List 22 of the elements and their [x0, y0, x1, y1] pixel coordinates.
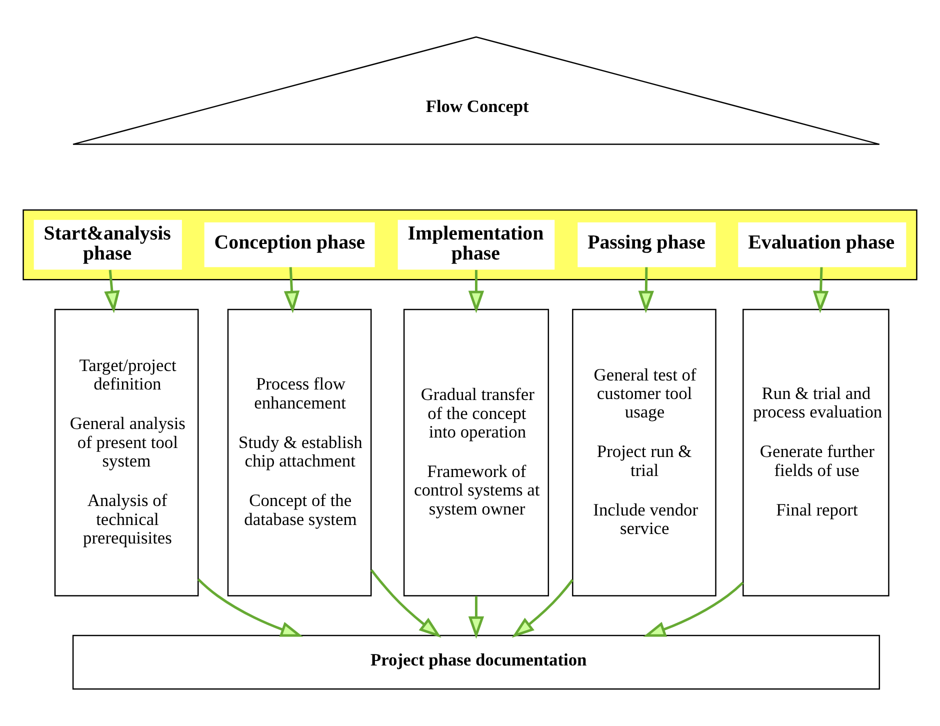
- node-box: Run & trial and process evaluation Generate further fields of use Final report: [742, 308, 890, 596]
- arrow: [643, 582, 744, 637]
- arrow: [512, 579, 574, 638]
- node-box: Start&analysis phase: [34, 220, 182, 270]
- cluster: [22, 209, 918, 280]
- arrow: [468, 270, 484, 314]
- arrow: [104, 270, 120, 314]
- arrow: [468, 596, 484, 639]
- arrow: [370, 569, 442, 638]
- arrow: [812, 267, 829, 314]
- node-box: Implementation phase: [398, 220, 555, 270]
- arrow: [197, 578, 304, 637]
- node-box: Conception phase: [204, 222, 375, 268]
- node-box: Gradual transfer of the concept into operation Framework of control systems at system owner: [403, 308, 550, 596]
- node-box: Passing phase: [578, 222, 716, 268]
- node-box: Evaluation phase: [738, 222, 906, 268]
- arrow: [638, 267, 654, 314]
- node-box: General test of customer tool usage Project run & trial Include vendor service: [572, 308, 716, 596]
- node-box: Process flow enhancement Study & establish chip attachment Concept of the database system: [227, 308, 372, 596]
- node-box: Project phase documentation: [72, 634, 880, 690]
- arrow: [284, 267, 300, 314]
- node-box: Target/project definition General analysis of present tool system Analysis of technical prerequisites: [54, 308, 199, 596]
